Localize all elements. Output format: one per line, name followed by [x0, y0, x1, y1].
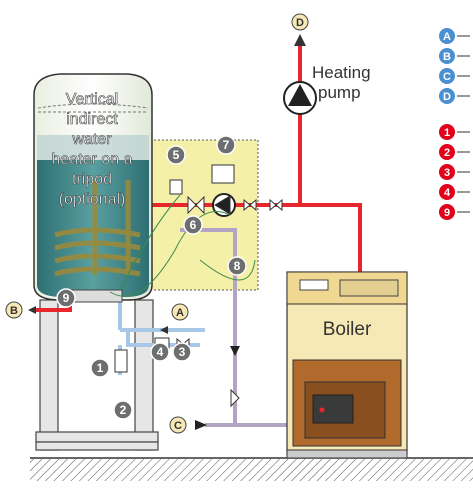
- flow-arrow-down: [230, 346, 240, 356]
- legend-number-2: 2: [444, 147, 450, 159]
- badge-c: C: [174, 420, 182, 432]
- callout-3: 3: [179, 345, 186, 359]
- callout-8: 8: [234, 259, 241, 273]
- heating-pump: Heating pump: [283, 63, 371, 115]
- heat-exchanger-coil: [54, 180, 141, 277]
- floor: [30, 457, 473, 481]
- callout-1: 1: [97, 361, 104, 375]
- primary-hot-pipe: [130, 40, 362, 275]
- callout-7: 7: [223, 138, 230, 152]
- badge-b: B: [10, 305, 18, 317]
- heater-line-3: water: [71, 131, 112, 148]
- heater-line-5: tripod: [72, 171, 112, 188]
- boiler-label: Boiler: [323, 319, 372, 340]
- arrow-b: [28, 306, 36, 314]
- badge-b-circle: [5, 301, 23, 319]
- boiler: Boiler: [286, 271, 408, 459]
- heater-line-1: Vertical: [66, 91, 118, 108]
- connection-badges: A B C D: [5, 13, 309, 434]
- callout-4: 4: [157, 345, 164, 359]
- heater-line-4: heater on a: [52, 151, 133, 168]
- control-wires: [109, 194, 256, 297]
- callout-5: 5: [173, 148, 180, 162]
- flow-arrow-c: [195, 420, 207, 430]
- water-heater: [33, 73, 153, 303]
- legend-number-4: 4: [444, 187, 451, 199]
- badge-a-circle: [171, 303, 189, 321]
- legend-letter-a: A: [443, 31, 451, 43]
- legend-letter-d: D: [443, 91, 451, 103]
- callout-9: 9: [63, 291, 70, 305]
- arrow-a: [160, 326, 168, 334]
- legend-number-9: 9: [444, 207, 450, 219]
- component-callouts: 1 2 3 4 5 6 7 8 9: [56, 135, 247, 420]
- heater-description: Vertical indirect water heater on a trip…: [51, 91, 133, 209]
- tripod-stand: [35, 299, 159, 451]
- badge-d: D: [296, 17, 304, 29]
- callout-2: 2: [120, 403, 127, 417]
- legend-letter-c: C: [443, 71, 451, 83]
- legend-number-1: 1: [444, 127, 450, 139]
- badge-d-circle: [291, 13, 309, 31]
- valves: [114, 164, 283, 408]
- legend-number-3: 3: [444, 167, 450, 179]
- heater-line-2: indirect: [66, 111, 118, 128]
- badge-c-circle: [169, 416, 187, 434]
- legend: A B C D 1 2 3 4 9: [439, 28, 470, 220]
- callout-6: 6: [190, 218, 197, 232]
- badge-a: A: [176, 307, 184, 319]
- heating-pump-label-1: Heating: [312, 63, 371, 82]
- heating-pump-label-2: pump: [318, 83, 361, 102]
- legend-letter-b: B: [443, 51, 451, 63]
- arrow-d: [294, 34, 306, 46]
- heater-line-6: (optional): [59, 191, 126, 208]
